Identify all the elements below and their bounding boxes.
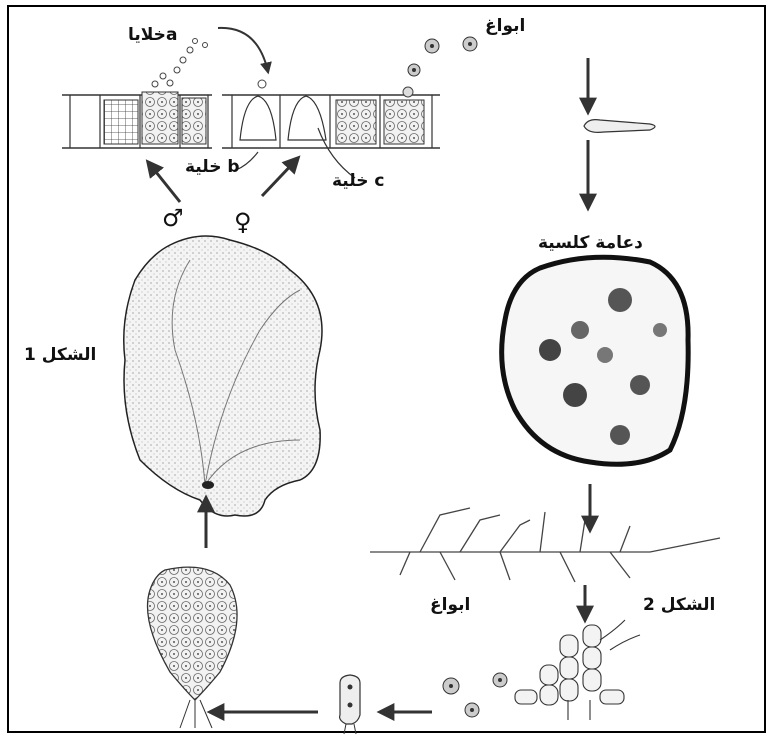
germinating-spore: [584, 120, 655, 133]
female-symbol: ♀: [234, 208, 252, 236]
germling: [340, 675, 360, 734]
calcareous-support-shell: [502, 257, 689, 464]
label-figure-1: الشكل 1: [24, 345, 96, 365]
male-symbol: ♂: [162, 204, 184, 232]
label-calcareous-support: دعامة كلسية: [538, 233, 643, 253]
spores-top: [408, 37, 477, 76]
young-plant: [148, 567, 238, 728]
female-filament: [222, 80, 440, 148]
label-spores-top: ابواغ: [485, 16, 525, 36]
label-cell-b: خلية b: [185, 157, 240, 177]
label-figure-2: الشكل 2: [643, 595, 715, 615]
label-cells-a: خلاياa: [128, 25, 177, 45]
sporangia-cluster: [515, 620, 640, 720]
spores-bottom: [443, 673, 507, 717]
label-spores-bottom: ابواغ: [430, 595, 470, 615]
label-cell-c: خلية c: [332, 171, 384, 191]
male-filament: [62, 39, 212, 149]
thallus-figure-1: [124, 236, 322, 516]
branched-filament: [370, 508, 720, 582]
